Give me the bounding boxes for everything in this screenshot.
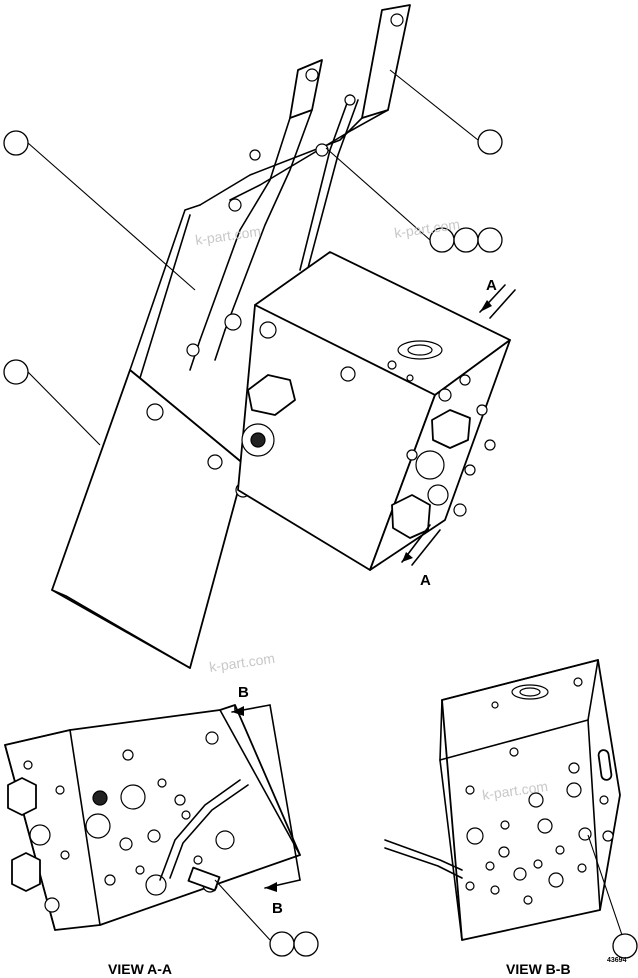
bracket-straps (189, 4, 411, 371)
view-b-b (384, 659, 638, 959)
figure-number: 43694 (607, 957, 627, 964)
mounting-plate (51, 204, 251, 669)
watermark-3: k-part.com (208, 650, 276, 675)
view-b-b-title: VIEW B-B (506, 961, 571, 977)
view-b-arrow-label-upper: B (238, 684, 249, 701)
view-a-arrow-label-lower: A (420, 572, 431, 589)
view-a-arrows (401, 284, 516, 566)
valve-block (224, 251, 511, 571)
bracket-bolts (146, 94, 356, 498)
main-assembly (3, 4, 516, 669)
view-a-arrow-label-upper: A (486, 277, 497, 294)
view-b-arrow-label-lower: B (272, 900, 283, 917)
watermark-1: k-part.com (194, 223, 262, 248)
view-a-a-title: VIEW A-A (108, 961, 172, 977)
callout-balloons (3, 129, 503, 385)
leader-lines (27, 69, 479, 446)
view-a-a (4, 704, 319, 957)
